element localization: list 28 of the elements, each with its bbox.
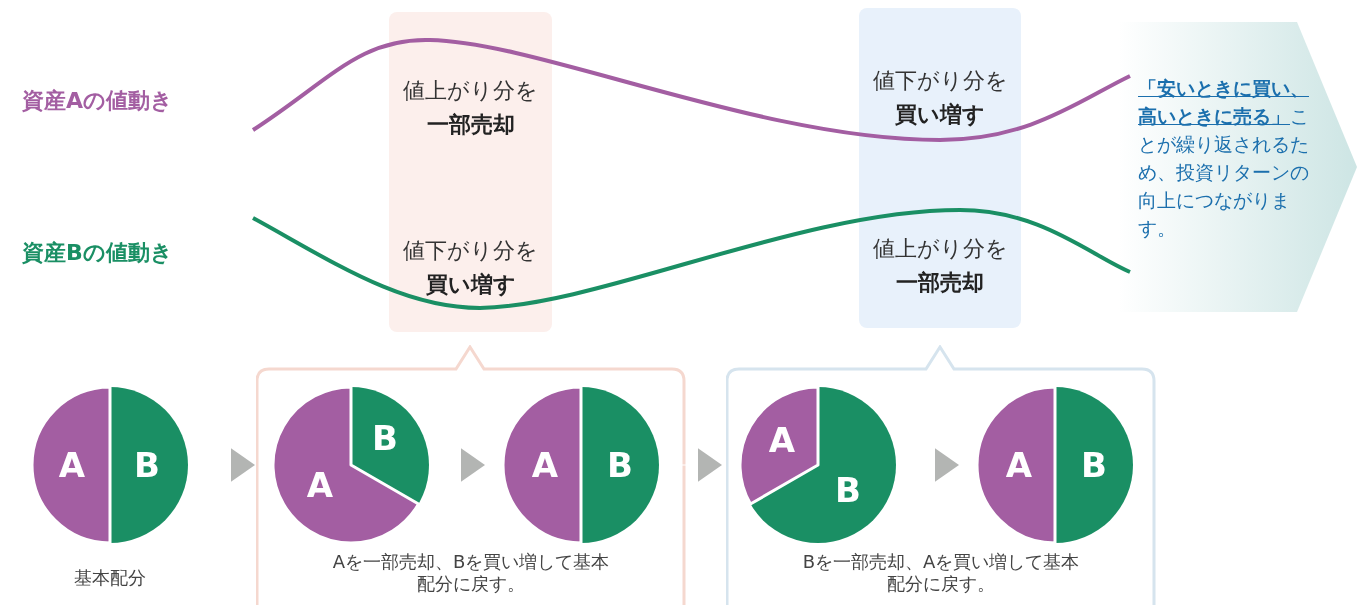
band-text: 値下がり分を買い増す <box>871 67 1009 129</box>
pie-chart <box>503 387 659 543</box>
slice-label: B <box>134 448 160 482</box>
highlight-band <box>859 8 1021 328</box>
slice-label: B <box>607 448 633 482</box>
slice-label: A <box>531 448 559 482</box>
curve-label: 資産Bの値動き <box>22 239 173 267</box>
curve-label: 資産Aの値動き <box>22 87 174 115</box>
highlight-band <box>389 12 552 332</box>
pie-label: 基本配分 <box>73 567 147 589</box>
callout-text: 「安いときに買い、高いときに売る」ことが繰り返されるため、投資リターンの向上につながります。 <box>1138 76 1310 241</box>
callout-frame <box>726 345 1156 605</box>
slice-label: A <box>768 423 796 457</box>
slice-label: A <box>1005 448 1033 482</box>
frame-label: Aを一部売却、Bを買い増して基本配分に戻す。 <box>331 551 611 595</box>
band-text: 値上がり分を一部売却 <box>402 77 539 139</box>
slice-label: B <box>1081 448 1107 482</box>
frame-label: Bを一部売却、Aを買い増して基本配分に戻す。 <box>801 551 1081 595</box>
slice-label: B <box>835 473 861 507</box>
slice-label: A <box>306 468 334 502</box>
band-text: 値下がり分を買い増す <box>402 237 539 299</box>
pie-chart <box>740 387 896 543</box>
callout-frame <box>256 345 686 605</box>
slice-label: B <box>372 421 398 455</box>
pie-chart <box>273 387 429 543</box>
slice-label: A <box>58 448 86 482</box>
pie-chart <box>977 387 1133 543</box>
band-text: 値上がり分を一部売却 <box>871 235 1009 297</box>
